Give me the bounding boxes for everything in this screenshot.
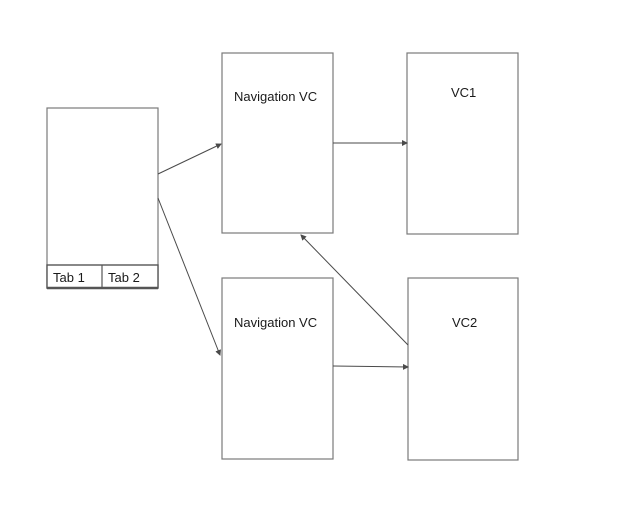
navigation-vc-bottom-label: Navigation VC [234, 315, 317, 330]
tab-2[interactable]: Tab 2 [108, 270, 140, 285]
vc1-box [406, 52, 519, 235]
arrow-tabbar-to-nav-bottom [157, 197, 221, 356]
tab-bar-controller: Tab 1 Tab 2 [46, 107, 159, 290]
navigation-vc-top: Navigation VC [221, 52, 334, 234]
vc2-label: VC2 [452, 315, 477, 330]
arrow-nav-bottom-to-vc2 [332, 363, 409, 370]
tab-1[interactable]: Tab 1 [53, 270, 85, 285]
navigation-vc-top-label: Navigation VC [234, 89, 317, 104]
navigation-vc-bottom-box [221, 277, 334, 460]
vc1-label: VC1 [451, 85, 476, 100]
navigation-vc-bottom: Navigation VC [221, 277, 334, 460]
tab-bar-controller-box [46, 107, 159, 289]
vc2-box [407, 277, 519, 461]
navigation-vc-top-box [221, 52, 334, 234]
arrow-vc2-to-nav-top [300, 234, 409, 346]
vc1: VC1 [406, 52, 519, 235]
vc2: VC2 [407, 277, 519, 461]
arrow-tabbar-to-nav-top [157, 143, 222, 175]
